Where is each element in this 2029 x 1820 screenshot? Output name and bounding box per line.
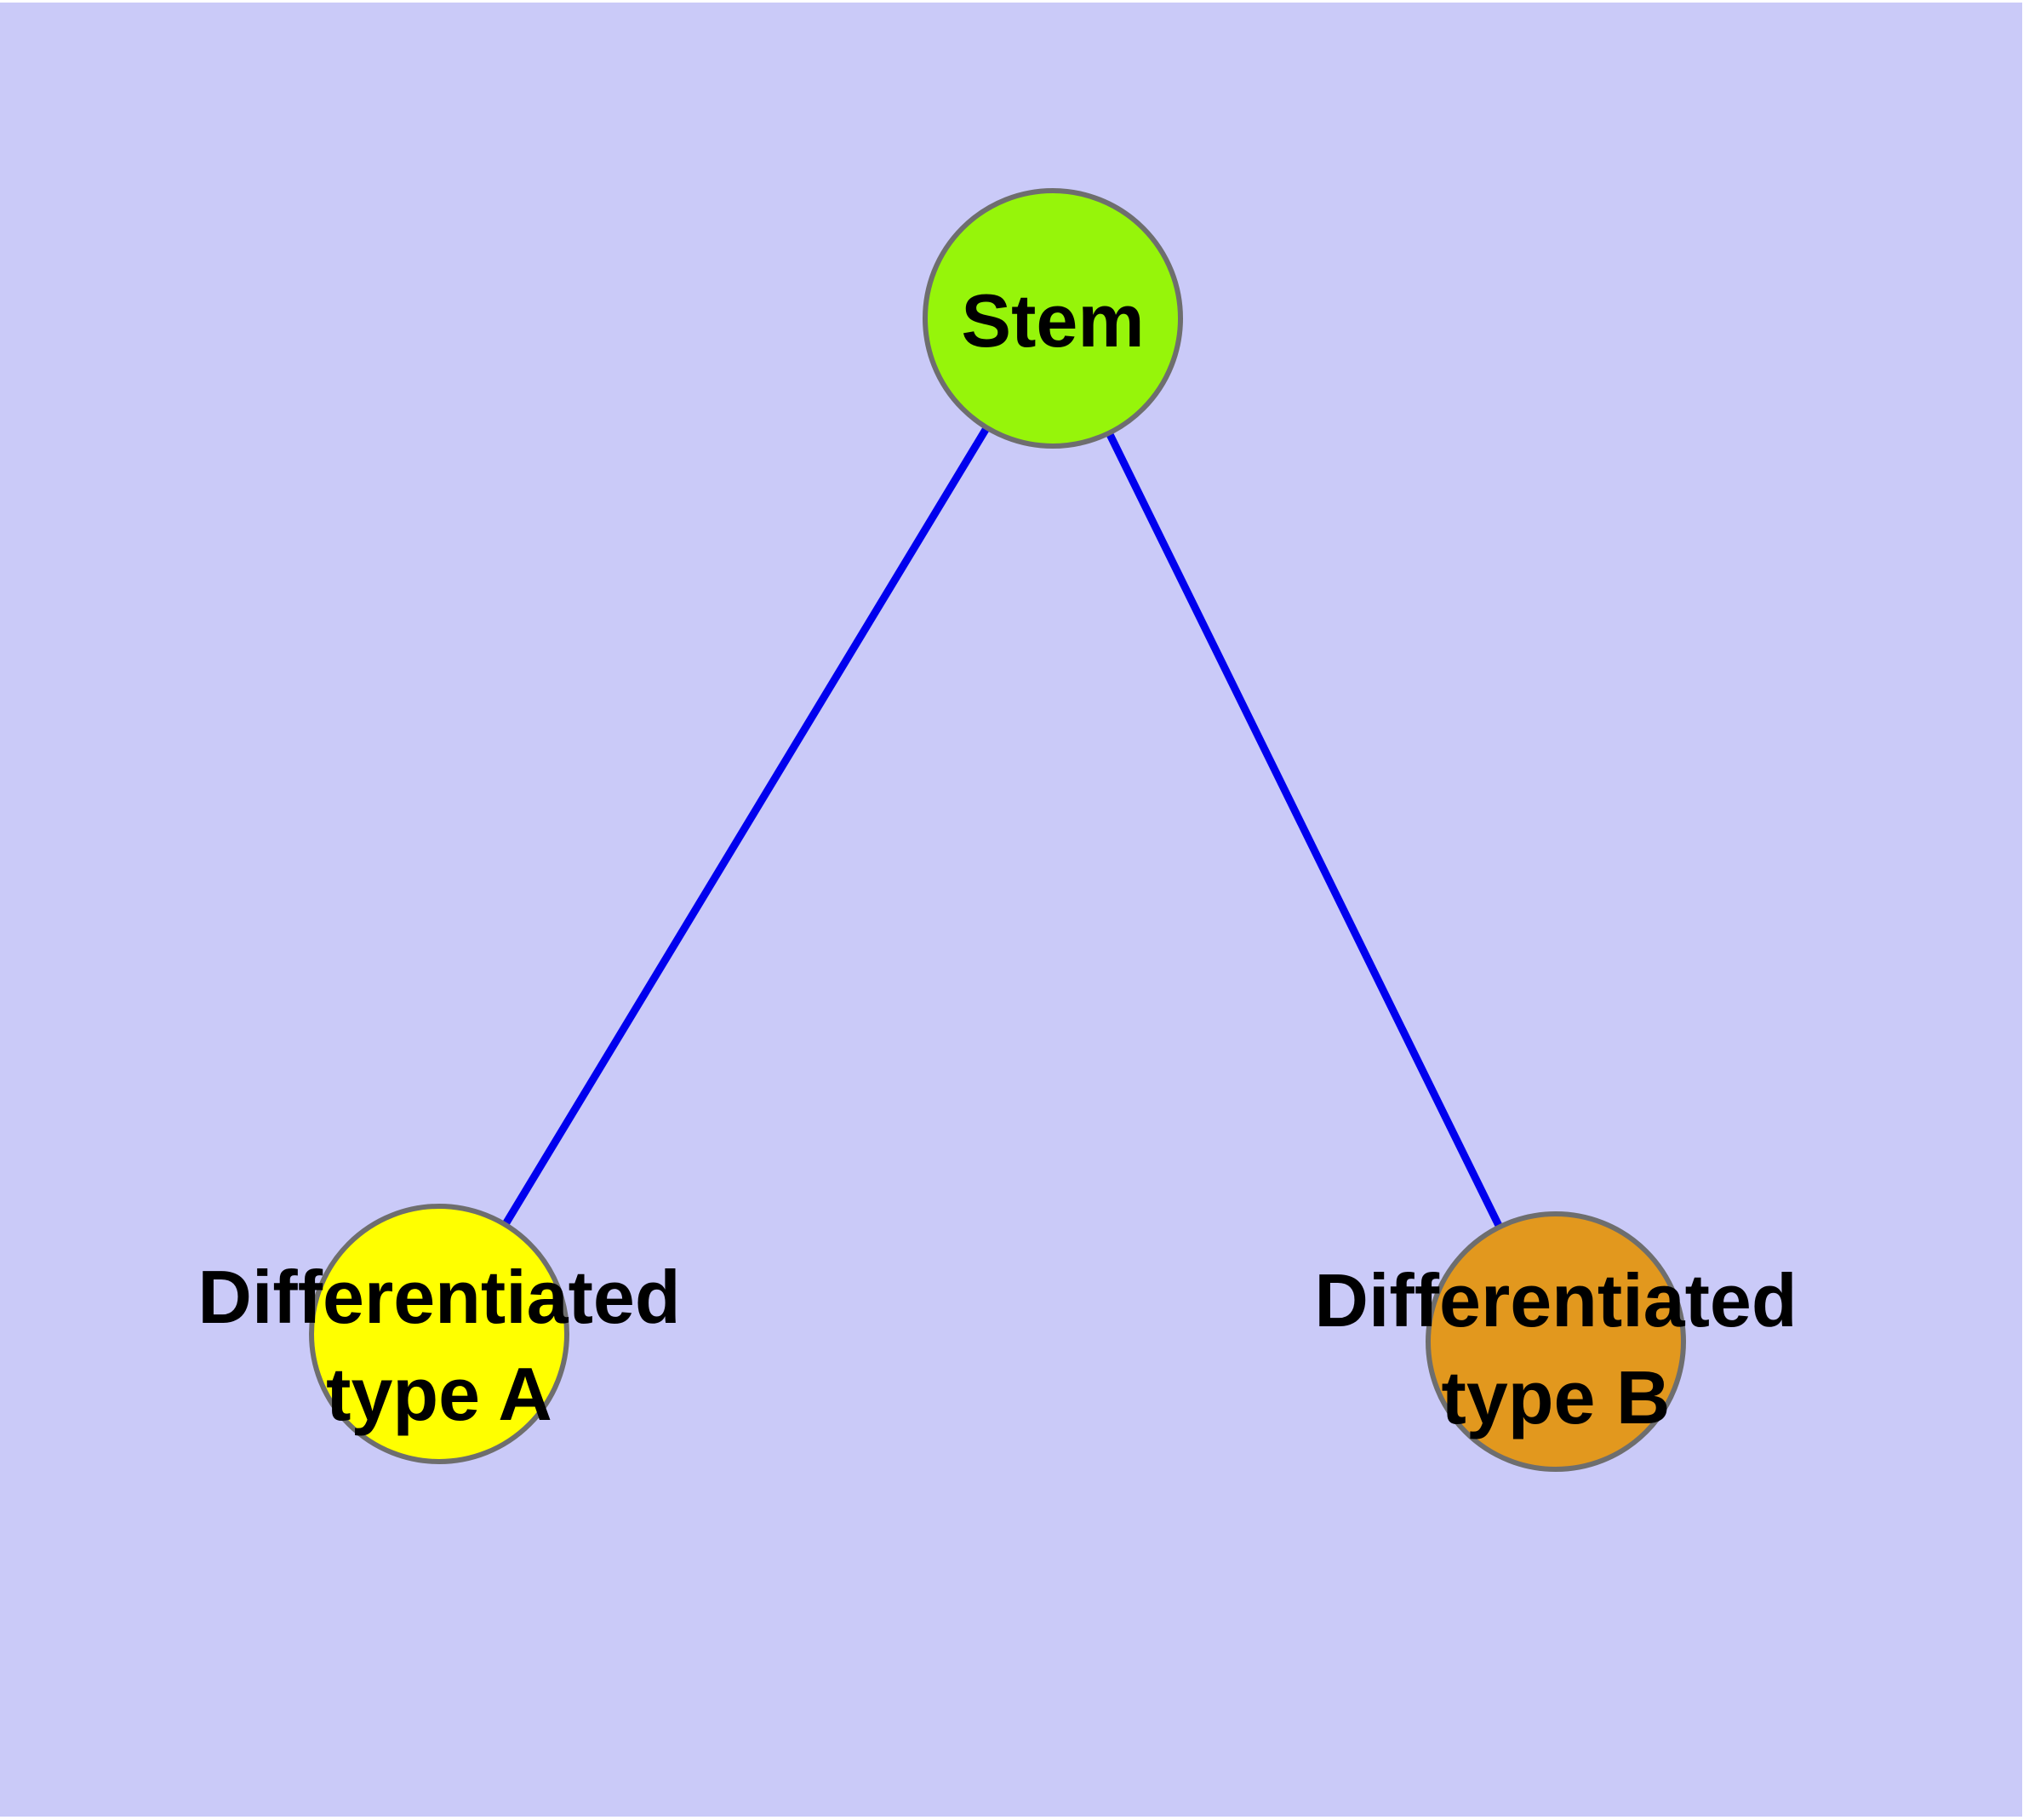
node-stem-label: Stem: [961, 278, 1145, 363]
node-differentiated-type-b-label-line1: Differentiated: [1314, 1258, 1798, 1342]
node-differentiated-type-b-circle: [1426, 1211, 1686, 1472]
node-differentiated-type-a-circle: [309, 1204, 569, 1464]
graph-canvas: Stem Differentiated type A Differentiate…: [0, 3, 2022, 1817]
edge-stem-to-type-a: [436, 316, 1056, 1336]
node-differentiated-type-b-label-line2: type B: [1441, 1355, 1671, 1439]
node-differentiated-type-a-label-line2: type A: [326, 1352, 552, 1436]
node-differentiated-type-a-label: Differentiated type A: [197, 1249, 680, 1443]
graph-figure: [309, 188, 1686, 1472]
node-differentiated-type-b-label: Differentiated type B: [1314, 1252, 1797, 1446]
node-differentiated-type-a-label-line1: Differentiated: [197, 1255, 681, 1339]
edge-stem-to-type-b: [1049, 317, 1560, 1343]
node-stem-circle: [923, 188, 1183, 449]
